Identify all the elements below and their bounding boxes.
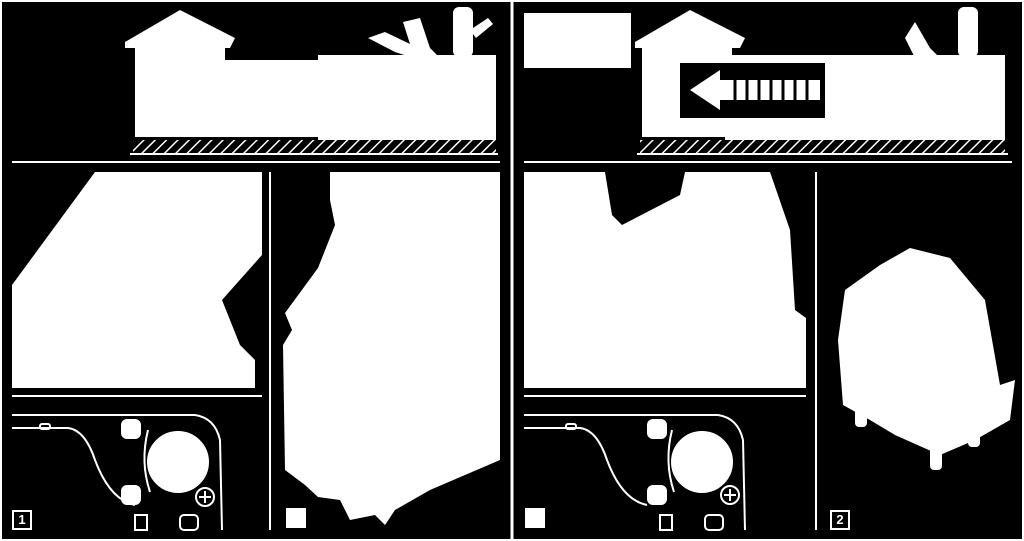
screw-shape-2 [720,485,740,505]
branch-tip-shape [470,18,493,38]
knob-bottom-shape [121,485,141,505]
ground-hatch-2 [640,140,1005,154]
detail-tab-left [134,514,148,531]
detail-outline-2 [524,414,746,531]
dial-shape-2 [671,431,733,493]
detail-tab-left-2 [659,514,673,531]
lid-shape-2 [635,10,745,48]
panel-1 [12,7,500,531]
body-mid-shape [220,60,320,137]
detail-tab-right-2 [704,514,724,531]
detail-curve-2 [524,427,648,506]
lid-shape [125,10,235,48]
knob-bottom-shape-2 [647,485,667,505]
branch-shape [368,18,440,60]
slide-arrow-icon [690,70,820,110]
panel-2-detail-drawing [524,414,746,531]
panel-2-top-illustration [635,7,1008,155]
rotate-arc [143,429,151,493]
dial-shape [147,431,209,493]
panel-1-small-square [286,508,306,528]
detail-slot [39,423,51,430]
screw-shape [195,487,215,507]
step-2-label: 2 [830,510,850,530]
container-foot-2 [930,445,942,470]
panel-2-small-square [525,508,545,528]
body-left-shape [135,45,225,137]
container-body [838,248,1015,455]
panel-2-container-illustration [838,248,1015,470]
knob-top-shape-2 [647,419,667,439]
panel-1-detail-drawing [12,414,223,531]
panel-2-blank-box [524,13,631,68]
step-1-label: 1 [12,510,32,530]
body-right-shape [318,55,496,140]
container-foot-1 [855,405,867,427]
upright-handle-shape [453,7,473,57]
ground-hatch [133,140,496,154]
detail-slot-2 [565,423,577,430]
container-foot-3 [968,425,980,447]
panel-1-bottle-illustration [283,172,500,525]
upright-handle-shape-2 [958,7,978,57]
detail-curve [12,427,136,506]
panel-1-top-illustration [125,7,498,155]
panel-1-hand-illustration [12,172,262,388]
rotate-arc-2 [667,429,675,493]
detail-outline [12,414,223,531]
panel-2-hands-illustration [524,172,806,388]
panel-2 [524,7,1015,531]
detail-tab-right [179,514,199,531]
branch-shape-2 [905,22,940,58]
knob-top-shape [121,419,141,439]
